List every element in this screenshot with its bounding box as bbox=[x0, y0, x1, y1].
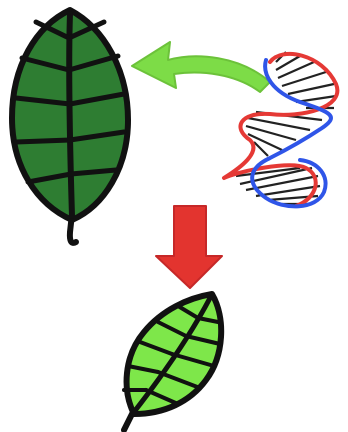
light-leaf bbox=[124, 294, 221, 430]
dark-leaf-midrib bbox=[69, 14, 72, 216]
red-arrow bbox=[156, 206, 222, 288]
curved-arrow-left-icon bbox=[132, 42, 270, 92]
dark-leaf bbox=[12, 10, 128, 243]
arrow-down-icon bbox=[156, 206, 222, 288]
green-arrow bbox=[132, 42, 270, 92]
